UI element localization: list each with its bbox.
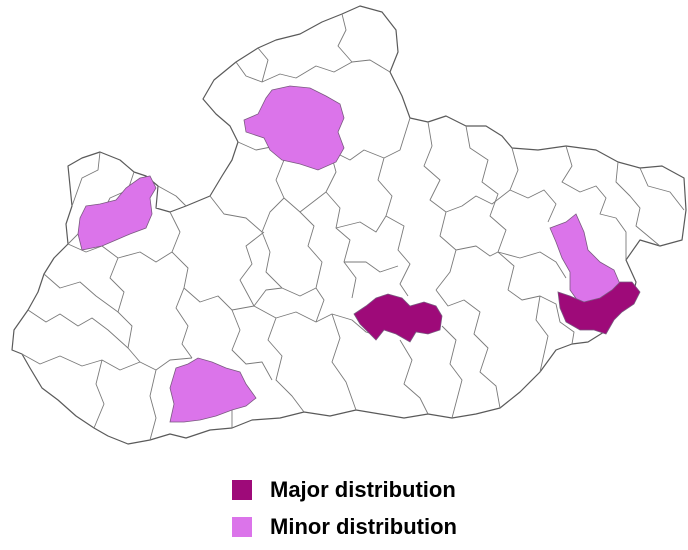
legend-label-major: Major distribution xyxy=(270,477,456,502)
district-border xyxy=(43,273,119,313)
district-border xyxy=(71,151,101,207)
district-border xyxy=(331,313,357,411)
state-district-map xyxy=(11,5,687,445)
district-border xyxy=(117,251,173,263)
district-border xyxy=(231,309,273,381)
district-border xyxy=(507,289,575,345)
legend-item-minor: Minor distribution xyxy=(232,513,457,541)
district-border xyxy=(561,145,627,260)
minor-distribution-district-north xyxy=(243,85,345,171)
major-distribution-district-central xyxy=(353,293,443,343)
district-border xyxy=(235,59,391,83)
district-border xyxy=(455,245,499,257)
district-border xyxy=(315,287,325,323)
legend-label-minor: Minor distribution xyxy=(270,514,457,539)
district-border xyxy=(27,309,129,349)
district-border xyxy=(169,211,283,311)
district-border xyxy=(209,195,263,233)
minor-distribution-district-west xyxy=(77,175,157,251)
district-border xyxy=(239,231,265,307)
district-border xyxy=(441,325,463,419)
legend-item-major: Major distribution xyxy=(232,476,457,504)
minor-distribution-district-southwest xyxy=(169,357,257,423)
district-border xyxy=(67,243,141,363)
district-border xyxy=(399,339,429,415)
district-border xyxy=(423,121,457,291)
district-border xyxy=(149,369,157,441)
district-border xyxy=(639,167,685,211)
district-border xyxy=(344,261,399,273)
district-border xyxy=(509,147,557,223)
district-border xyxy=(465,125,515,291)
district-border xyxy=(257,47,269,83)
district-border xyxy=(435,289,501,409)
major-distribution-district-east xyxy=(557,281,641,335)
district-border xyxy=(445,189,511,213)
district-border xyxy=(337,13,353,63)
district-border xyxy=(283,191,327,213)
district-border xyxy=(21,353,193,371)
district-border xyxy=(377,157,411,297)
district-border xyxy=(299,211,323,289)
district-border xyxy=(615,161,661,247)
district-border xyxy=(253,305,379,337)
district-border xyxy=(497,251,567,279)
legend-swatch-minor xyxy=(232,517,252,537)
district-border xyxy=(175,287,193,359)
district-border xyxy=(267,317,305,413)
district-border xyxy=(535,295,549,373)
district-border xyxy=(157,185,187,207)
district-border xyxy=(93,359,105,429)
legend-swatch-major xyxy=(232,480,252,500)
district-border xyxy=(335,215,387,233)
map-legend: Major distribution Minor distribution xyxy=(232,476,457,550)
